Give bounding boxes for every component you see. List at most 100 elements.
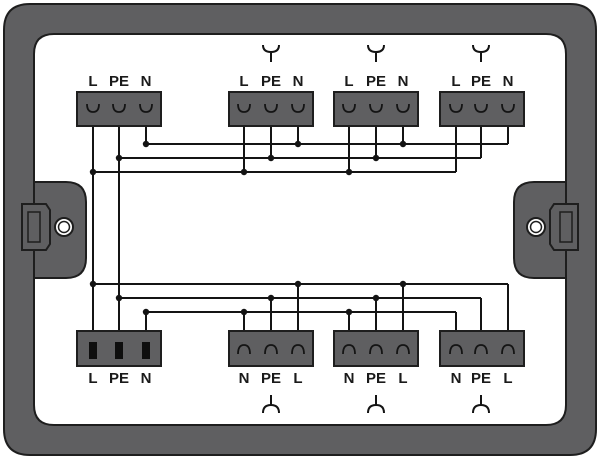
junction-dot (89, 280, 97, 288)
socket-contact-icon (474, 103, 488, 113)
socket-contact-icon (291, 103, 305, 113)
terminal-label: PE (471, 73, 491, 90)
terminal-block (439, 330, 525, 367)
socket-contact-icon (369, 344, 383, 355)
junction-dot (142, 308, 150, 316)
right-screw-icon (526, 217, 546, 237)
junction-dot (142, 140, 150, 148)
junction-dot (240, 308, 248, 316)
socket-contact-icon (474, 344, 488, 355)
socket-contact-icon (291, 344, 305, 355)
socket-contact-icon (396, 344, 410, 355)
junction-dot (240, 168, 248, 176)
terminal-label: N (141, 73, 152, 90)
pin-contact-icon (115, 342, 123, 359)
junction-dot (294, 280, 302, 288)
terminal-label: N (503, 73, 514, 90)
socket-contact-icon (264, 344, 278, 355)
right-screw-hole (529, 220, 543, 234)
socket-contact-icon (449, 103, 463, 113)
socket-icon (367, 395, 385, 414)
right-latch-inner (559, 211, 573, 243)
connector-bottom-2: N PE L (333, 330, 419, 414)
junction-dot (115, 154, 123, 162)
connector-bottom-left: L PE N (76, 330, 162, 387)
terminal-block (228, 330, 314, 367)
junctions (89, 140, 407, 316)
junction-dot (372, 154, 380, 162)
plug-icon (472, 44, 490, 62)
junction-dot (115, 294, 123, 302)
socket-contact-icon (396, 103, 410, 113)
terminal-block (228, 91, 314, 127)
connector-top-left: L PE N (76, 73, 162, 127)
terminal-block (333, 330, 419, 367)
terminal-label: PE (471, 370, 491, 387)
terminal-label: PE (261, 370, 281, 387)
connector-top-2: L PE N (333, 44, 419, 127)
connector-bottom-3: N PE L (439, 330, 525, 414)
terminal-label: PE (109, 73, 129, 90)
terminal-label: L (503, 370, 512, 387)
terminal-label: L (398, 370, 407, 387)
terminal-block (333, 91, 419, 127)
socket-contact-icon (237, 344, 251, 355)
junction-dot (294, 140, 302, 148)
junction-dot (399, 280, 407, 288)
terminal-block (76, 91, 162, 127)
terminal-label: N (451, 370, 462, 387)
terminal-label: N (141, 370, 152, 387)
connector-top-1: L PE N (228, 44, 314, 127)
junction-dot (345, 168, 353, 176)
plug-icon (262, 44, 280, 62)
socket-icon (262, 395, 280, 414)
socket-contact-icon (342, 344, 356, 355)
terminal-label: L (239, 73, 248, 90)
terminal-label: L (451, 73, 460, 90)
terminal-label: PE (366, 73, 386, 90)
terminal-label: PE (366, 370, 386, 387)
junction-dot (267, 294, 275, 302)
junction-dot (345, 308, 353, 316)
socket-contact-icon (112, 103, 126, 113)
socket-contact-icon (449, 344, 463, 355)
terminal-label: N (239, 370, 250, 387)
left-screw-hole (57, 220, 71, 234)
left-latch-inner (27, 211, 41, 243)
socket-contact-icon (342, 103, 356, 113)
pin-contact-icon (89, 342, 97, 359)
socket-contact-icon (501, 103, 515, 113)
terminal-label: PE (261, 73, 281, 90)
socket-contact-icon (237, 103, 251, 113)
terminal-label: N (293, 73, 304, 90)
terminal-label: L (88, 73, 97, 90)
junction-dot (372, 294, 380, 302)
junction-dot (89, 168, 97, 176)
socket-contact-icon (264, 103, 278, 113)
left-latch (21, 203, 51, 251)
socket-contact-icon (86, 103, 100, 113)
housing (3, 3, 597, 456)
connector-bottom-1: N PE L (228, 330, 314, 414)
right-latch (549, 203, 579, 251)
terminal-label: L (293, 370, 302, 387)
terminal-label: N (344, 370, 355, 387)
housing-outline (3, 3, 597, 456)
socket-contact-icon (139, 103, 153, 113)
terminal-label: N (398, 73, 409, 90)
terminal-label: L (344, 73, 353, 90)
socket-contact-icon (369, 103, 383, 113)
wiring (92, 112, 509, 345)
socket-contact-icon (501, 344, 515, 355)
socket-icon (472, 395, 490, 414)
connector-top-3: L PE N (439, 44, 525, 127)
terminal-label: PE (109, 370, 129, 387)
terminal-block (439, 91, 525, 127)
junction-dot (399, 140, 407, 148)
left-screw-icon (54, 217, 74, 237)
junction-dot (267, 154, 275, 162)
pin-contact-icon (142, 342, 150, 359)
plug-icon (367, 44, 385, 62)
